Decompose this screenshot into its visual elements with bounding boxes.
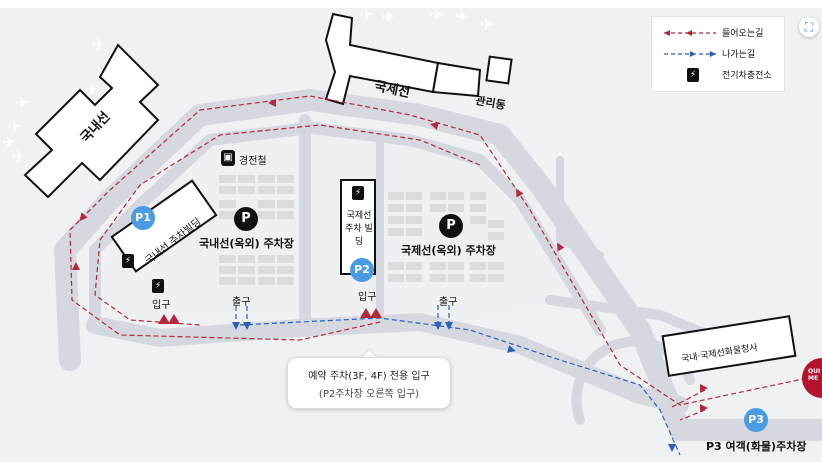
entrance-p1-label: 입구 (152, 300, 171, 311)
svg-text:✈: ✈ (430, 5, 443, 24)
fullscreen-icon[interactable]: ⛶ (799, 17, 819, 37)
svg-text:✈: ✈ (480, 15, 493, 34)
svg-text:✈: ✈ (360, 5, 373, 24)
p2-badge[interactable]: P2 (350, 258, 374, 282)
intl-outdoor-lot-label: 국제선(옥외) 주차장 (401, 244, 496, 257)
svg-text:✈: ✈ (12, 147, 25, 166)
callout-title: 예약 주차(3F, 4F) 전용 입구 (308, 371, 430, 382)
inbound-route (69, 95, 822, 421)
inbound-arrows (72, 99, 708, 412)
exit-dom-label: 출구 (232, 297, 251, 308)
intl-parking-building-label: 국제선 주차 빌딩 (345, 211, 373, 247)
qr-badge[interactable] (802, 358, 822, 398)
cargo-office-building (661, 315, 797, 377)
dom-lot-p-icon: P (234, 207, 258, 231)
ev-charger-icon: ⚡ (152, 279, 164, 293)
map-legend: 들어오는길 나가는길 ⚡ 전기차충전소 (651, 16, 785, 92)
svg-text:✈: ✈ (455, 7, 468, 26)
svg-text:✈: ✈ (85, 80, 98, 99)
svg-text:✈: ✈ (2, 133, 15, 152)
dom-outdoor-lot-label: 국내선(옥외) 주차장 (199, 237, 294, 250)
road-network (54, 89, 822, 441)
train-icon: ▣ (221, 150, 235, 166)
svg-text:✈: ✈ (92, 35, 105, 54)
outbound-arrows (232, 322, 676, 452)
parking-lot-intl (388, 192, 504, 282)
ev-charger-icon: ⚡ (687, 68, 699, 82)
p1-badge[interactable]: P1 (131, 206, 155, 230)
legend-ev-label: 전기차충전소 (722, 71, 772, 81)
legend-outbound-label: 나가는길 (722, 50, 756, 60)
intl-lot-p-icon: P (439, 214, 463, 238)
light-rail-label: 경전철 (239, 156, 267, 167)
ev-charger-icon: ⚡ (352, 186, 364, 200)
svg-text:✈: ✈ (8, 117, 21, 136)
ev-charger-icon: ⚡ (122, 254, 134, 268)
svg-text:✈: ✈ (382, 7, 395, 26)
callout-subtitle: (P2주차장 오른쪽 입구) (318, 389, 420, 400)
reservation-entrance-callout: 예약 주차(3F, 4F) 전용 입구 (P2주차장 오른쪽 입구) (287, 357, 451, 409)
parking-lot-dom (219, 175, 294, 285)
qr-badge-label: QUI ME (808, 368, 821, 382)
entrance-p2-label: 입구 (358, 292, 377, 303)
intl-terminal-building (324, 12, 482, 106)
exit-intl-label: 출구 (439, 297, 458, 308)
admin-building (485, 55, 513, 85)
p3-badge[interactable]: P3 (744, 408, 768, 432)
svg-text:✈: ✈ (15, 93, 28, 112)
dom-terminal-building (23, 43, 160, 199)
legend-inbound-label: 들어오는길 (722, 29, 764, 39)
p3-lot-label: P3 여객(화물)주차장 (706, 440, 807, 453)
